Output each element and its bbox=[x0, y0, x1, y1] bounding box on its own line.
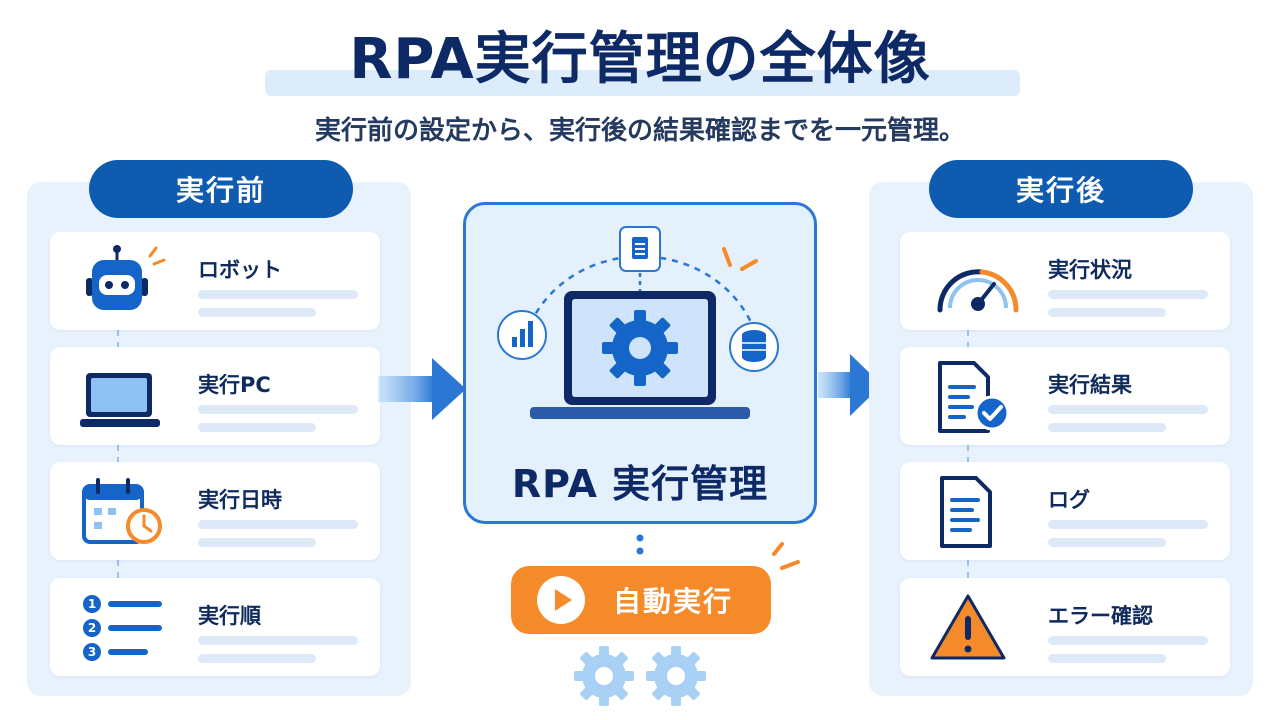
gear-icon bbox=[602, 310, 678, 386]
card-label: ログ bbox=[1048, 488, 1090, 512]
card-label: 実行状況 bbox=[1048, 258, 1132, 282]
placeholder-line bbox=[198, 405, 358, 414]
placeholder-line bbox=[1048, 520, 1208, 529]
after-card-log[interactable]: ログ bbox=[900, 462, 1230, 560]
placeholder-line bbox=[1048, 290, 1208, 299]
laptop-icon bbox=[80, 373, 160, 427]
svg-text:1: 1 bbox=[88, 597, 96, 611]
placeholder-line bbox=[1048, 423, 1166, 432]
page-subtitle: 実行前の設定から、実行後の結果確認までを一元管理。 bbox=[314, 116, 965, 146]
hub-illustration bbox=[497, 226, 779, 419]
before-card-pc[interactable]: 実行PC bbox=[50, 347, 380, 445]
card-label: エラー確認 bbox=[1048, 604, 1153, 628]
card-label: ロボット bbox=[198, 258, 282, 282]
placeholder-line bbox=[1048, 654, 1166, 663]
after-card-error[interactable]: エラー確認 bbox=[900, 578, 1230, 676]
play-icon bbox=[537, 576, 585, 624]
dotted-connector bbox=[636, 534, 644, 555]
connector bbox=[967, 445, 969, 463]
numbered-list-icon: 1 2 3 bbox=[83, 595, 162, 661]
placeholder-line bbox=[198, 308, 316, 317]
robot-icon bbox=[86, 245, 166, 310]
placeholder-line bbox=[198, 636, 358, 645]
document-icon bbox=[619, 226, 661, 272]
gauge-icon bbox=[937, 269, 1019, 313]
page-title: RPA実行管理の全体像 bbox=[349, 27, 931, 92]
title-wrap: RPA実行管理の全体像 bbox=[0, 14, 1280, 95]
card-label: 実行PC bbox=[198, 373, 271, 397]
svg-text:2: 2 bbox=[88, 621, 96, 635]
connector bbox=[117, 560, 119, 578]
auto-run-button[interactable]: 自動実行 bbox=[511, 566, 771, 634]
placeholder-line bbox=[198, 423, 316, 432]
arrow-right-icon bbox=[378, 358, 466, 420]
placeholder-line bbox=[198, 290, 358, 299]
connector bbox=[117, 445, 119, 463]
after-card-status[interactable]: 実行状況 bbox=[900, 232, 1230, 330]
card-label: 実行日時 bbox=[198, 488, 282, 512]
svg-text:3: 3 bbox=[88, 645, 96, 659]
connector bbox=[967, 330, 969, 348]
placeholder-line bbox=[198, 654, 316, 663]
card-label: 実行順 bbox=[198, 604, 261, 628]
connector bbox=[967, 560, 969, 578]
sparks-icon bbox=[772, 542, 800, 570]
warning-icon bbox=[930, 594, 1006, 660]
before-card-datetime[interactable]: 実行日時 bbox=[50, 462, 380, 560]
placeholder-line bbox=[198, 520, 358, 529]
gears-icon bbox=[574, 646, 706, 706]
sparks-icon bbox=[722, 247, 758, 271]
rpa-management-hub: RPA 実行管理 bbox=[463, 202, 817, 524]
log-document-icon bbox=[940, 476, 992, 548]
connector bbox=[117, 330, 119, 348]
before-heading: 実行前 bbox=[89, 160, 353, 218]
arrow-right-icon bbox=[818, 354, 882, 416]
placeholder-line bbox=[1048, 308, 1166, 317]
placeholder-line bbox=[198, 538, 316, 547]
placeholder-line bbox=[1048, 538, 1166, 547]
after-card-result[interactable]: 実行結果 bbox=[900, 347, 1230, 445]
title-highlight bbox=[265, 70, 1020, 96]
after-heading: 実行後 bbox=[929, 160, 1193, 218]
document-check-icon bbox=[938, 361, 1010, 433]
before-card-robot[interactable]: ロボット bbox=[50, 232, 380, 330]
card-label: 実行結果 bbox=[1048, 373, 1132, 397]
calendar-clock-icon bbox=[82, 478, 162, 544]
bar-chart-icon bbox=[497, 310, 547, 360]
before-card-order[interactable]: 1 2 3 実行順 bbox=[50, 578, 380, 676]
database-icon bbox=[729, 322, 779, 372]
hub-label: RPA 実行管理 bbox=[511, 462, 769, 506]
placeholder-line bbox=[1048, 636, 1208, 645]
auto-run-label: 自動実行 bbox=[613, 585, 734, 618]
placeholder-line bbox=[1048, 405, 1208, 414]
